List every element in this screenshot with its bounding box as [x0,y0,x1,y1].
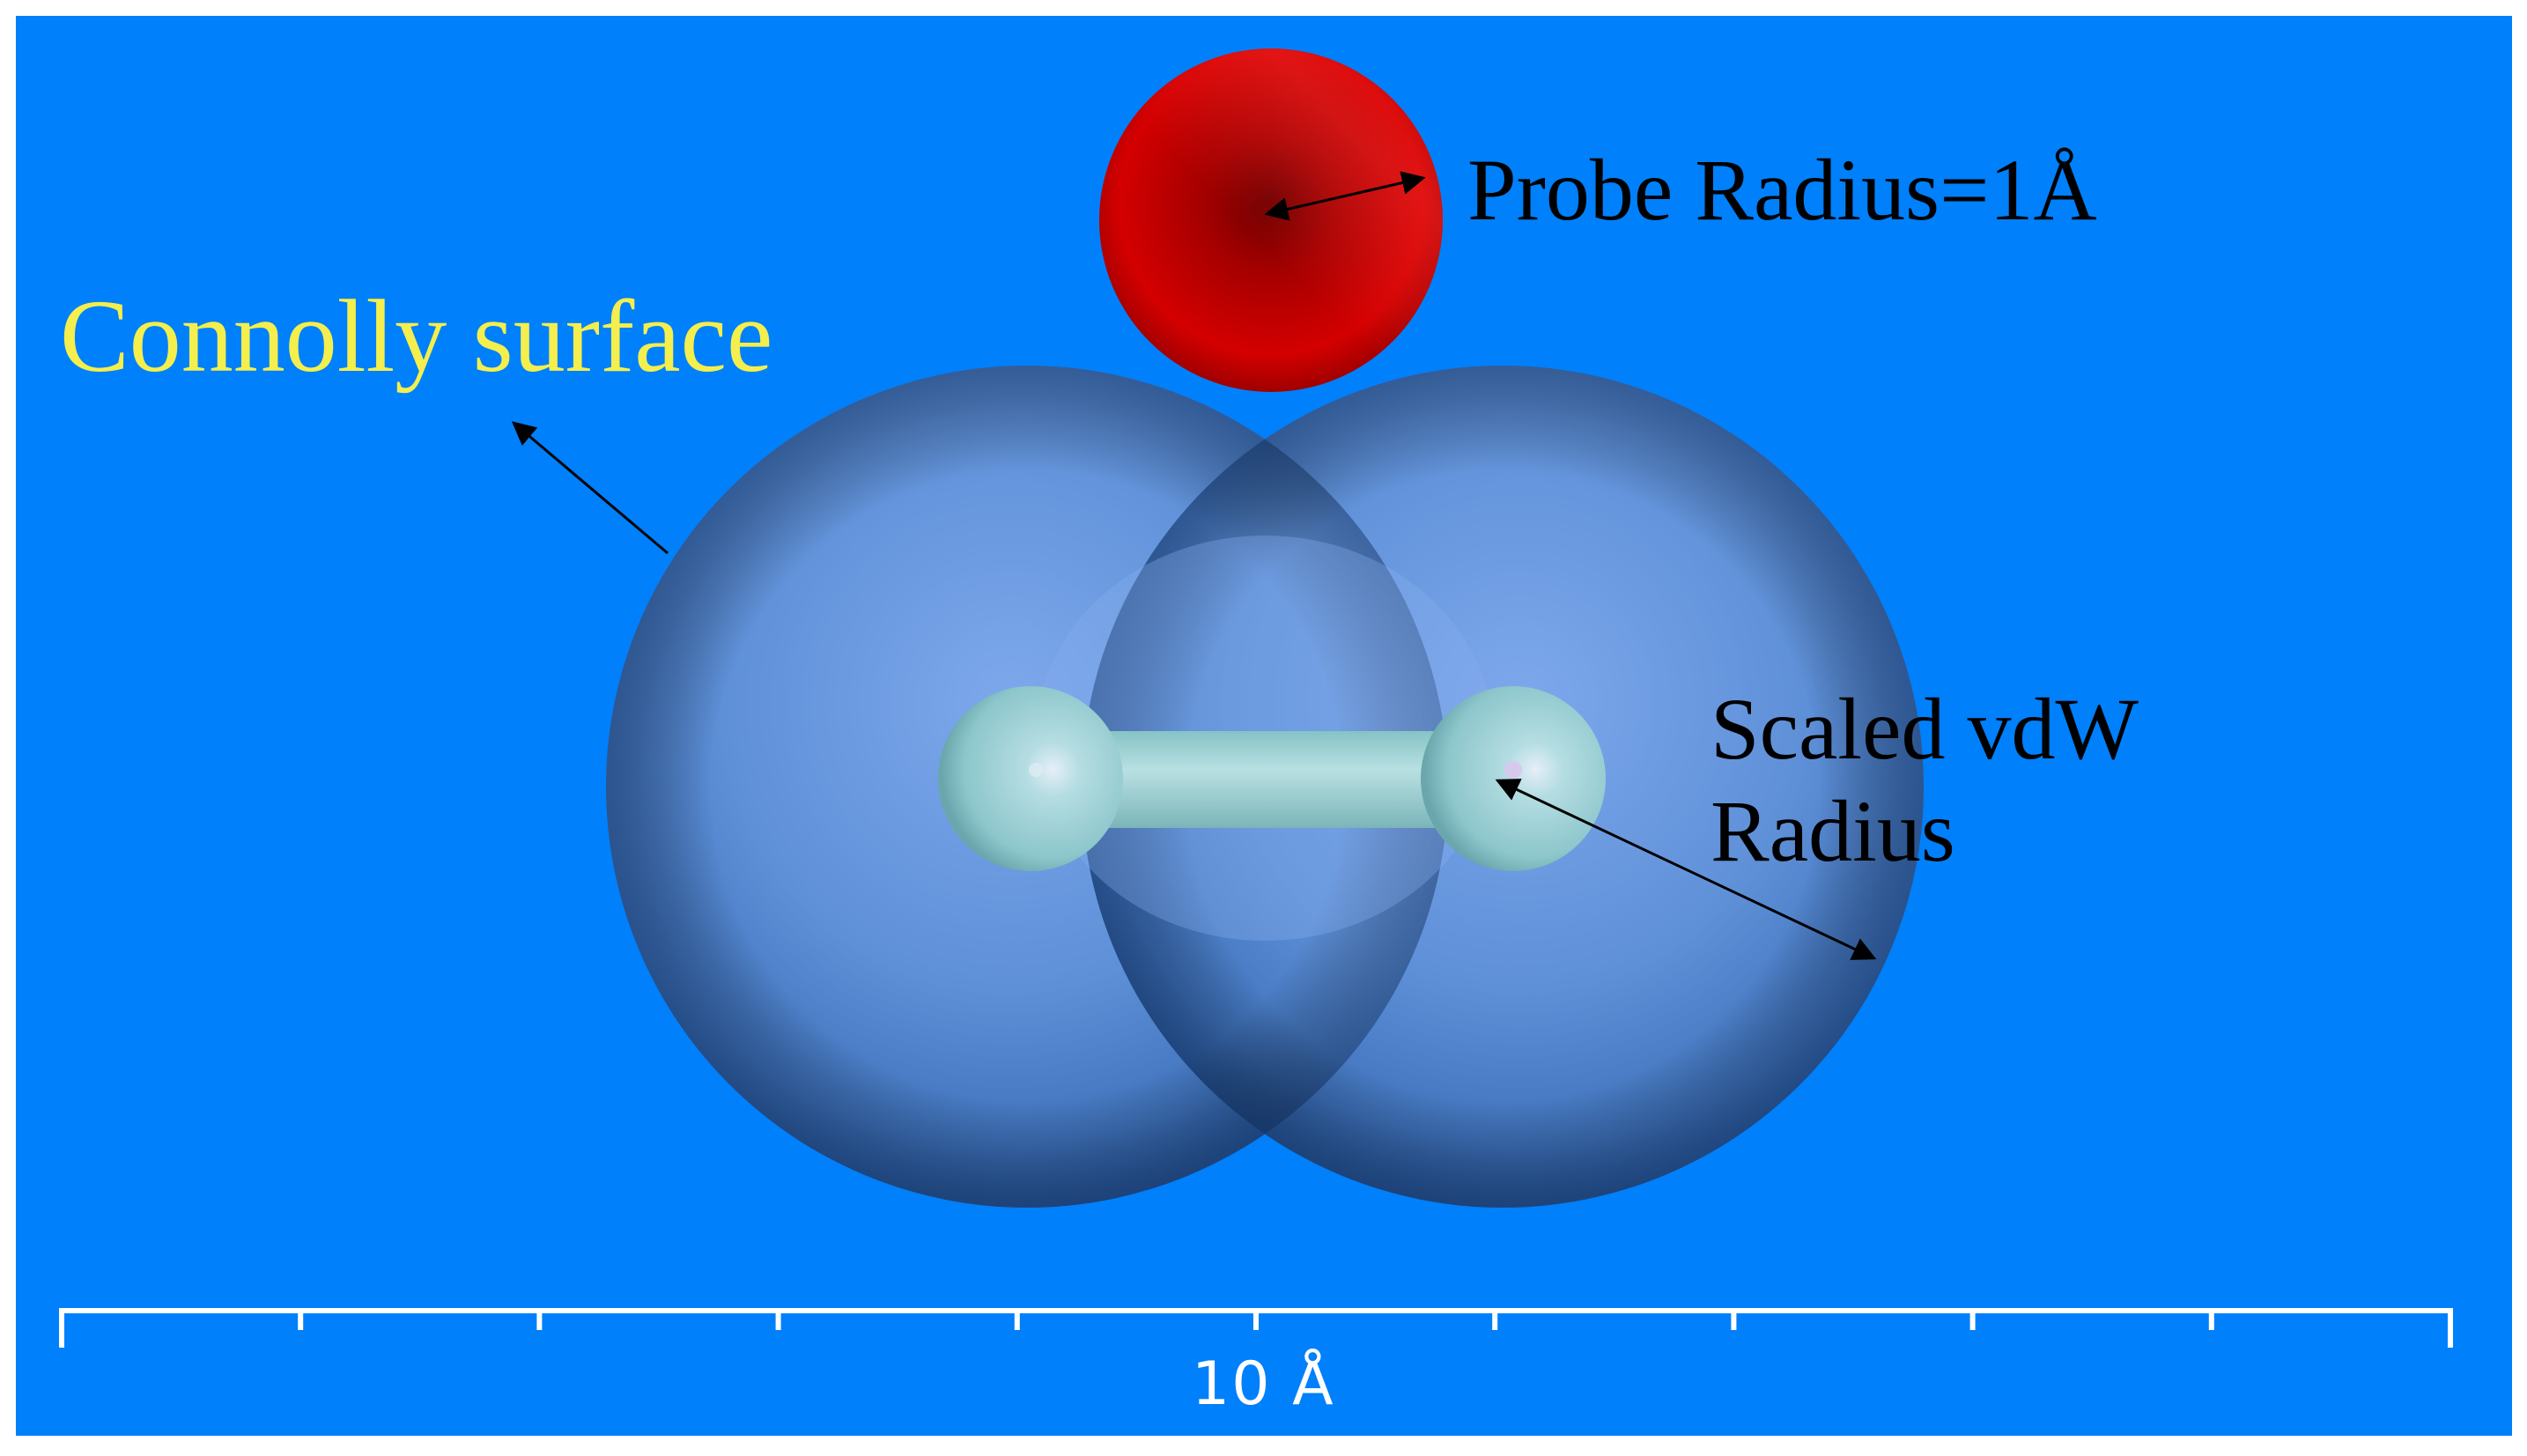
connolly-arrow [511,421,669,555]
scale-bar-label: 10 Å [1192,1349,1335,1419]
probe-radius-arrow [1264,171,1426,221]
atom-left [938,686,1123,871]
molecule-scene [59,48,2453,1348]
diagram-canvas: Connolly surface Probe Radius=1Å Scaled … [16,16,2512,1436]
vdw-radius-label-line2: Radius [1711,782,1955,880]
probe-sphere [1099,48,1443,392]
probe-radius-label: Probe Radius=1Å [1467,141,2097,239]
vdw-radius-label: Scaled vdW Radius [1711,678,2139,883]
scale-bar [59,1308,2453,1348]
connolly-surface-label: Connolly surface [60,278,773,394]
vdw-radius-arrow [1495,779,1877,960]
bond [1029,731,1513,828]
vdw-radius-label-line1: Scaled vdW [1711,680,2139,778]
